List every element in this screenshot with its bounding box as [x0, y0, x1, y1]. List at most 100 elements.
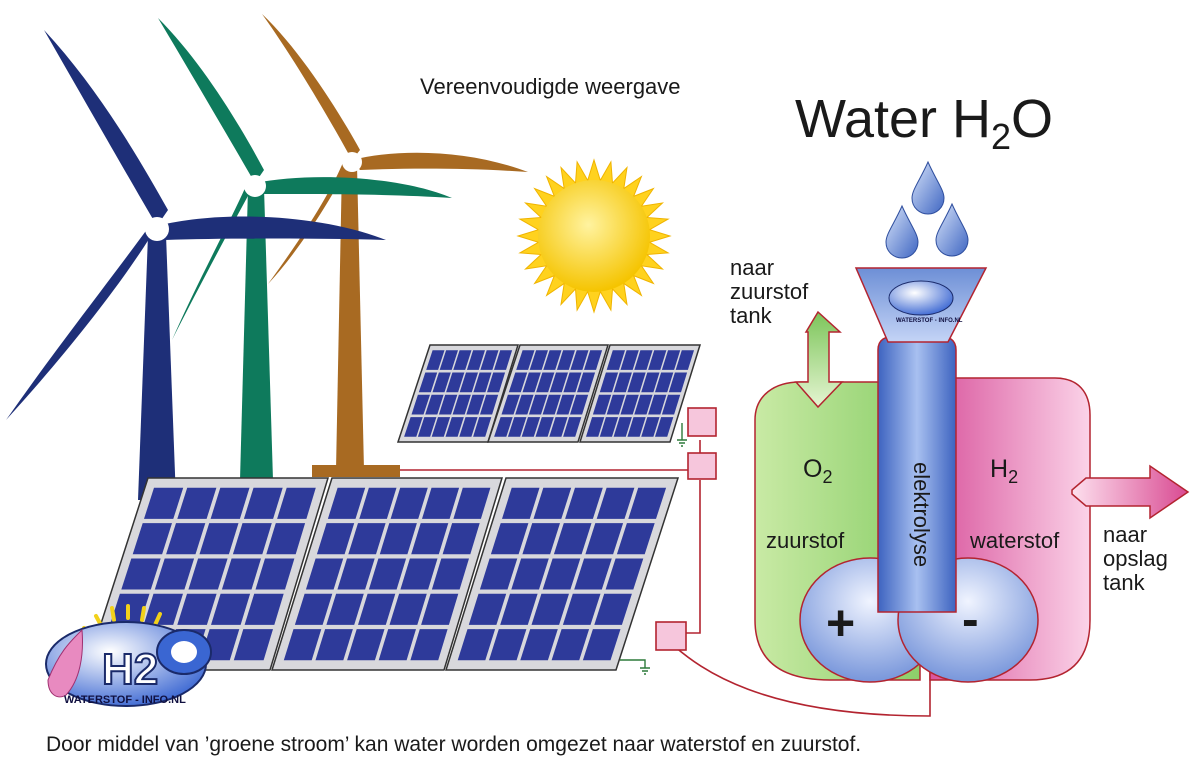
solar-cell	[211, 593, 251, 625]
solar-cell	[536, 372, 555, 393]
solar-cell	[494, 350, 513, 370]
solar-cell	[445, 417, 464, 437]
solar-cell	[480, 394, 499, 415]
solar-cell	[520, 629, 558, 661]
solar-cell	[655, 372, 674, 393]
solar-cell	[315, 629, 353, 661]
solar-cell	[221, 558, 261, 590]
solar-cell	[585, 523, 624, 555]
solar-cell	[459, 417, 478, 437]
solar-cell	[487, 372, 506, 393]
solar-cell	[479, 558, 518, 590]
solar-cell	[368, 558, 407, 590]
solar-cell	[562, 593, 601, 625]
hydrogen-outlet-arrow	[1071, 464, 1190, 520]
solar-cell	[457, 629, 496, 661]
water-drop-icon	[885, 160, 969, 259]
solar-cell	[166, 523, 206, 555]
solar-cell	[468, 593, 507, 625]
subtitle: Vereenvoudigde weergave	[420, 74, 681, 99]
solar-cell	[379, 523, 417, 555]
solar-cell	[327, 487, 366, 519]
solar-cell	[553, 523, 592, 555]
solar-cell	[542, 394, 561, 415]
solar-cell	[522, 523, 560, 555]
solar-cell	[411, 523, 449, 555]
solar-cell	[378, 629, 416, 661]
solar-cell	[641, 417, 660, 437]
solar-cell	[348, 523, 386, 555]
page-title: Water H2O	[795, 89, 1054, 157]
solar-cell	[177, 487, 217, 519]
solar-cell	[605, 558, 644, 590]
anode-sign: +	[826, 595, 856, 651]
solar-cell	[596, 487, 635, 519]
solar-cell	[655, 417, 674, 437]
solar-cell	[459, 372, 478, 393]
solar-cell	[411, 394, 430, 415]
solar-cell	[549, 417, 568, 437]
solar-cell	[661, 394, 681, 415]
solar-cell	[489, 629, 527, 661]
solar-cell	[473, 372, 492, 393]
solar-cell	[422, 487, 460, 519]
solar-cell	[326, 593, 364, 625]
oxygen-label: zuurstof	[766, 528, 845, 553]
solar-cell	[431, 558, 469, 590]
funnel-logo-text: WATERSTOF - INFO.NL	[896, 318, 963, 324]
solar-cell	[132, 523, 172, 555]
solar-cell	[661, 350, 681, 370]
solar-cell	[210, 487, 250, 519]
solar-cell	[452, 394, 471, 415]
solar-cell	[277, 487, 316, 519]
solar-cell	[507, 417, 527, 437]
solar-cell	[494, 417, 513, 437]
solar-cell	[421, 593, 459, 625]
solar-cell	[508, 372, 528, 393]
solar-cell	[563, 417, 582, 437]
ground-symbol	[620, 423, 687, 675]
solar-cell	[233, 629, 273, 661]
solar-cell	[616, 523, 655, 555]
solar-cell	[154, 558, 195, 590]
solar-cell	[627, 372, 646, 393]
solar-cell	[606, 350, 625, 370]
solar-cell	[522, 372, 541, 393]
sun-icon	[516, 158, 672, 314]
solar-cell	[599, 372, 619, 393]
solar-cell	[565, 487, 603, 519]
solar-cell	[426, 350, 445, 370]
solar-cell	[531, 593, 569, 625]
wind-turbine-green	[158, 18, 452, 480]
junction-box	[655, 407, 717, 651]
solar-cell	[613, 417, 632, 437]
solar-cell	[592, 394, 612, 415]
electrolysis-label: elektrolyse	[909, 462, 934, 568]
solar-cell	[418, 372, 438, 393]
solar-cell	[521, 417, 541, 437]
funnel	[854, 267, 988, 343]
solar-cell	[675, 350, 694, 370]
solar-cell	[634, 350, 653, 370]
solar-cell	[582, 629, 621, 661]
solar-cell	[446, 372, 465, 393]
solar-cell	[453, 487, 491, 519]
solar-cell	[199, 523, 239, 555]
solar-cell	[466, 350, 485, 370]
solar-cell	[613, 372, 632, 393]
solar-cell	[442, 523, 480, 555]
solar-cell	[255, 558, 295, 590]
solar-cell	[358, 593, 396, 625]
solar-cell	[529, 350, 548, 370]
caption: Door middel van ’groene stroom’ kan wate…	[46, 733, 862, 756]
solar-cell	[283, 629, 322, 661]
solar-cell	[490, 523, 529, 555]
solar-cell	[347, 629, 385, 661]
solar-cell	[410, 629, 448, 661]
solar-cell	[511, 558, 549, 590]
solar-cell	[425, 394, 444, 415]
solar-cell	[606, 394, 625, 415]
solar-cell	[628, 487, 667, 519]
solar-cell	[556, 394, 575, 415]
solar-cell	[400, 558, 438, 590]
